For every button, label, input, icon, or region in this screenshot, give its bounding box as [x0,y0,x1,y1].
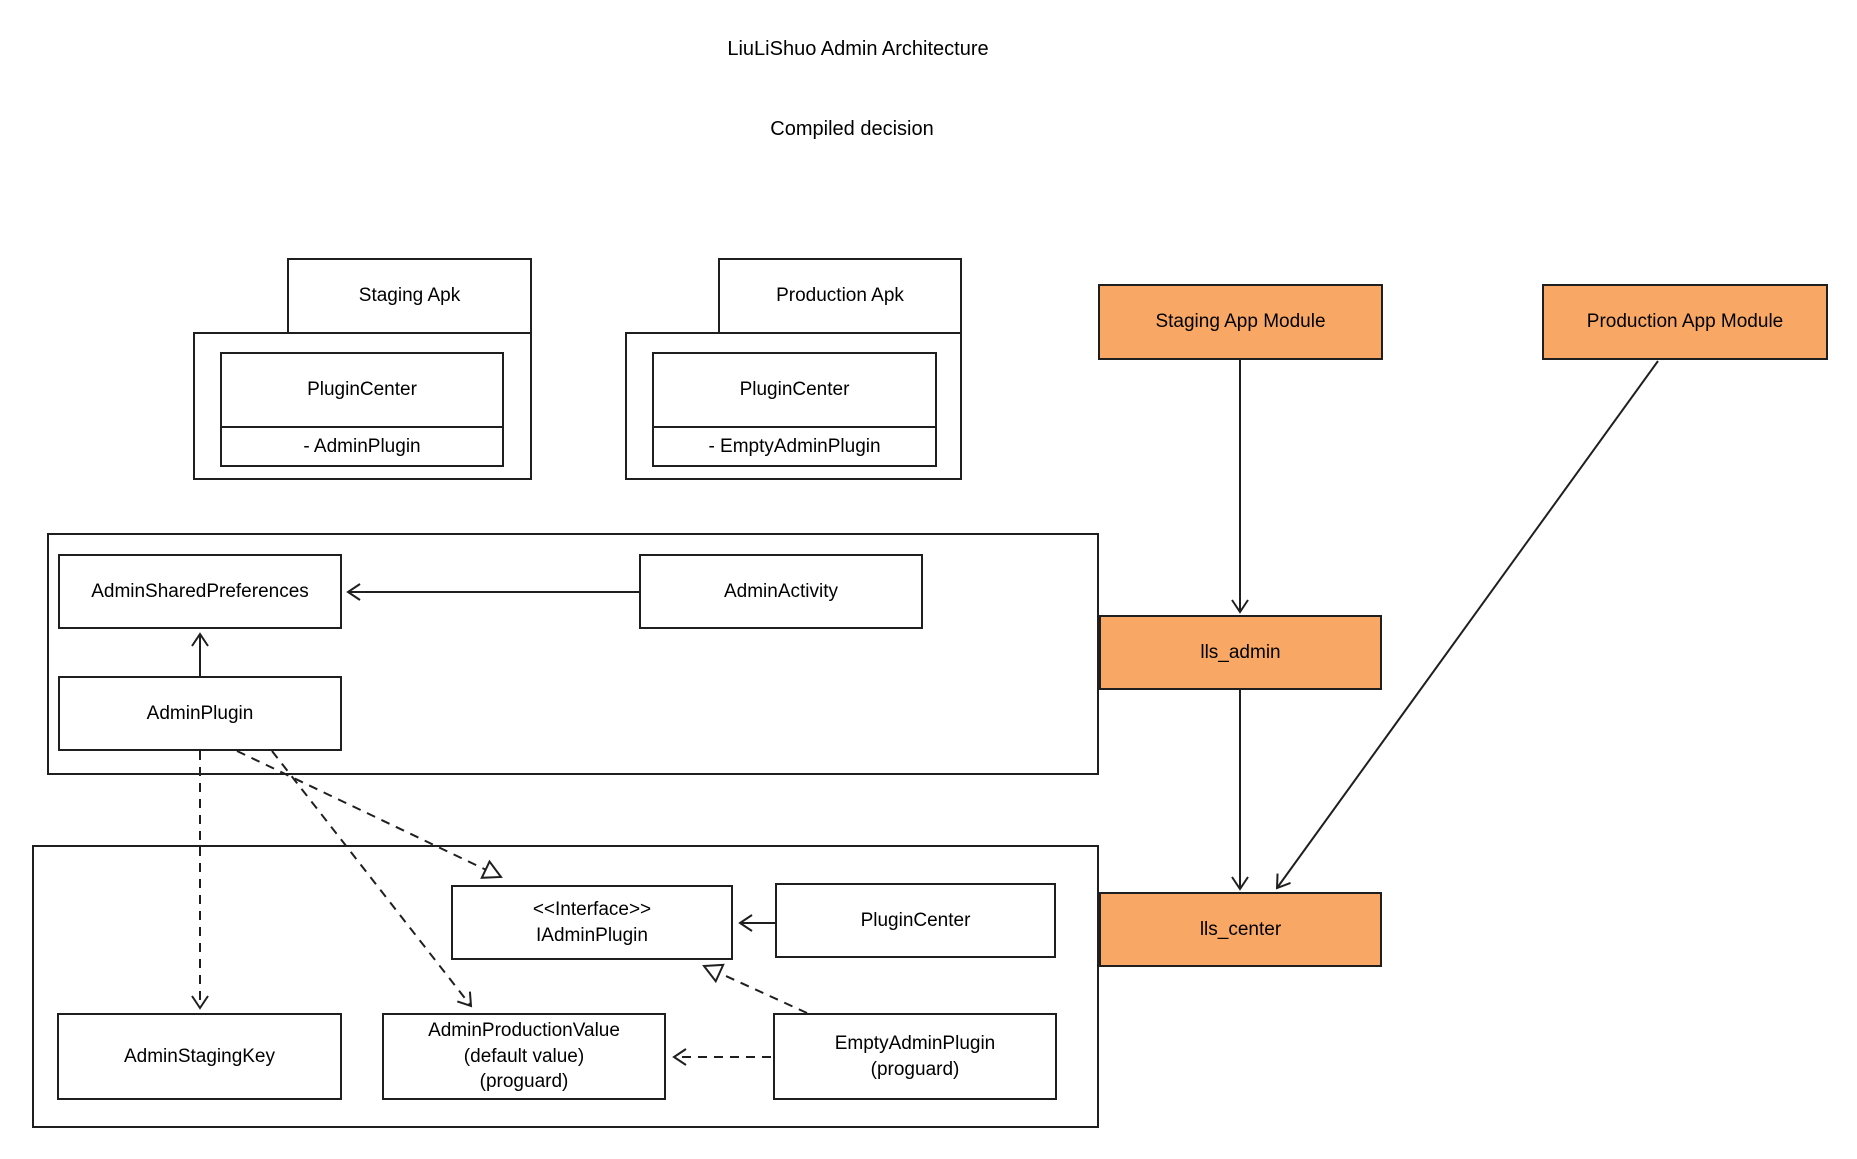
iadmin-plugin-stereotype: <<Interface>> [532,898,652,920]
empty-admin-plugin-box: EmptyAdminPlugin (proguard) [773,1013,1057,1100]
admin-staging-key-label: AdminStagingKey [123,1045,276,1067]
lls-center-module-box: lls_center [1099,892,1382,967]
center-group-container [32,845,1099,1128]
production-plugincenter-member: - EmptyAdminPlugin [708,435,881,457]
lls-admin-label: lls_admin [1200,641,1281,663]
staging-apk-package-tab: Staging Apk [287,258,532,334]
admin-production-value-default: (default value) [463,1045,585,1067]
plugin-center-box: PluginCenter [775,883,1056,958]
production-apk-label: Production Apk [776,285,904,306]
admin-production-value-label: AdminProductionValue [428,1020,620,1042]
diagram-subtitle: Compiled decision [770,118,934,140]
production-app-module-label: Production App Module [1586,311,1784,333]
admin-plugin-box: AdminPlugin [58,676,342,751]
iadmin-plugin-interface-box: <<Interface>> IAdminPlugin [451,885,733,960]
admin-activity-label: AdminActivity [723,580,839,602]
lls-admin-module-box: lls_admin [1099,615,1382,690]
admin-production-value-proguard: (proguard) [479,1071,569,1093]
production-plugincenter-class: PluginCenter - EmptyAdminPlugin [652,352,937,467]
admin-staging-key-box: AdminStagingKey [57,1013,342,1100]
admin-shared-preferences-label: AdminSharedPreferences [91,580,309,602]
staging-app-module-box: Staging App Module [1098,284,1383,360]
empty-admin-plugin-proguard: (proguard) [870,1058,960,1080]
staging-plugincenter-member: - AdminPlugin [303,435,421,457]
plugin-center-label: PluginCenter [860,909,971,931]
admin-shared-preferences-box: AdminSharedPreferences [58,554,342,629]
staging-plugincenter-class: PluginCenter - AdminPlugin [220,352,504,467]
production-app-module-box: Production App Module [1542,284,1828,360]
admin-group-container [47,533,1099,775]
lls-center-label: lls_center [1199,918,1282,940]
admin-production-value-box: AdminProductionValue (default value) (pr… [382,1013,666,1100]
production-plugincenter-name: PluginCenter [654,354,935,428]
diagram-title: LiuLiShuo Admin Architecture [727,38,989,60]
production-apk-package-tab: Production Apk [718,258,962,334]
admin-plugin-label: AdminPlugin [146,702,254,724]
empty-admin-plugin-label: EmptyAdminPlugin [834,1032,996,1054]
staging-plugincenter-name: PluginCenter [222,354,502,428]
staging-apk-label: Staging Apk [358,285,461,306]
staging-app-module-label: Staging App Module [1155,311,1326,333]
admin-activity-box: AdminActivity [639,554,923,629]
iadmin-plugin-label: IAdminPlugin [536,924,648,946]
